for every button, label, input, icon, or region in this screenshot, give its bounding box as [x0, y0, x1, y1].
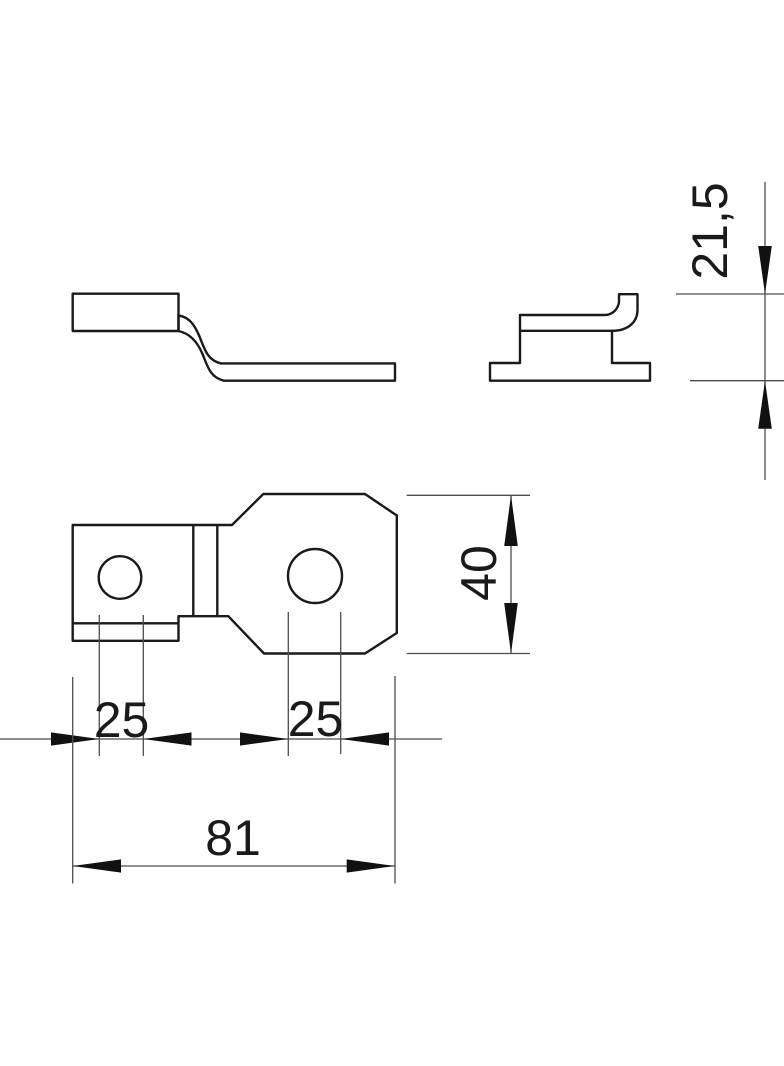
dim-arrow-left-icon — [72, 859, 121, 873]
plan-view-hole-left — [97, 555, 143, 601]
dim-label-hole-right: 25 — [288, 691, 344, 747]
plan-view — [71, 492, 398, 655]
dim-label-hole-left: 25 — [94, 692, 150, 748]
dimension-height: 21,5 — [676, 182, 784, 480]
side-view — [71, 292, 397, 382]
end-view — [488, 293, 652, 382]
dim-label-depth: 40 — [451, 545, 507, 601]
dim-arrow-down-icon — [758, 246, 772, 294]
dim-arrow-up-icon — [758, 380, 772, 429]
plan-view-outline — [71, 492, 398, 655]
side-view-z-strip — [177, 314, 397, 382]
dim-label-height: 21,5 — [682, 182, 738, 279]
dim-label-length: 81 — [205, 810, 261, 866]
dim-arrow-right-icon — [240, 732, 289, 746]
dim-arrow-right-icon — [346, 859, 395, 873]
dim-arrow-left-icon — [143, 732, 192, 746]
dim-arrow-right-icon — [51, 732, 100, 746]
end-view-outline — [488, 293, 652, 382]
dimension-depth: 40 — [406, 494, 530, 655]
dim-arrow-left-icon — [340, 732, 389, 746]
dim-arrow-up-icon — [504, 495, 518, 546]
dim-arrow-down-icon — [504, 603, 518, 654]
dimension-holes: 25 25 — [0, 612, 442, 756]
side-view-clamp-block — [71, 292, 180, 333]
plan-view-hole-right — [286, 547, 344, 605]
dimension-length: 81 — [72, 676, 396, 884]
